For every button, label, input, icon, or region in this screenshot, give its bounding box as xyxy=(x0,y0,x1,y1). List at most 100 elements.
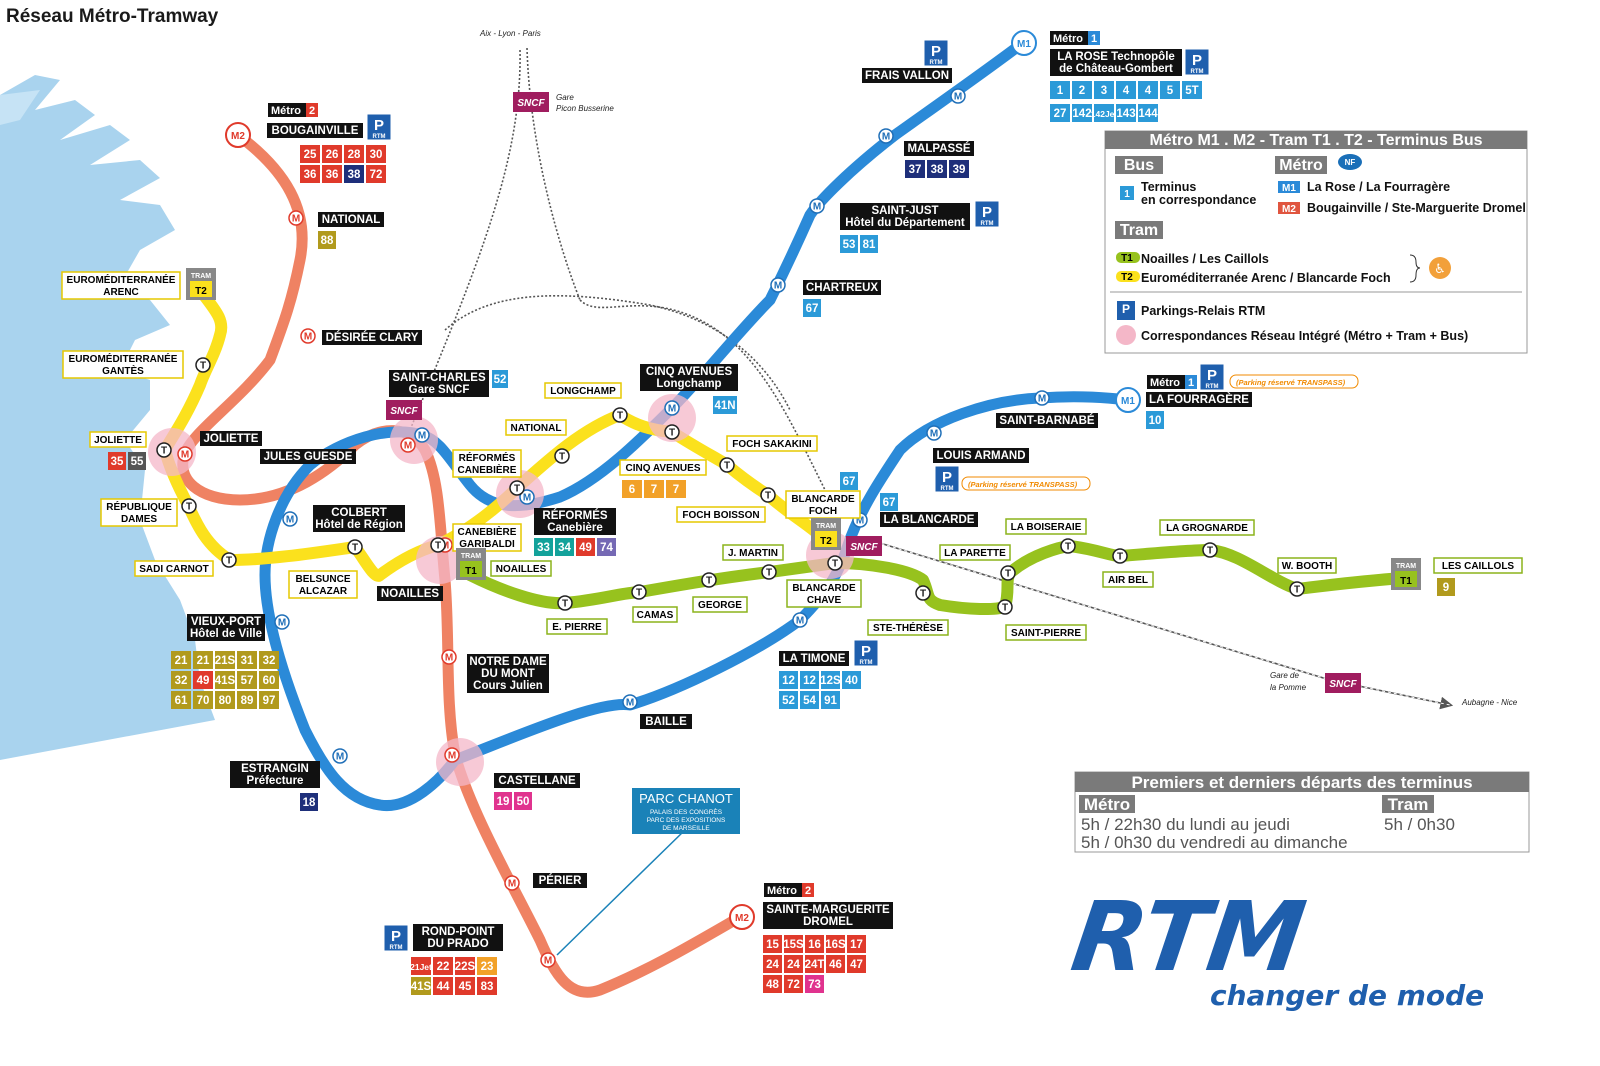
svg-text:RTM: RTM xyxy=(373,134,386,140)
bus-line-badge: 3 xyxy=(1094,81,1114,99)
svg-text:NOTRE DAME: NOTRE DAME xyxy=(469,656,547,668)
sncf-icon: SNCF xyxy=(386,400,422,420)
metro-station-marker: M xyxy=(300,328,316,344)
tram-station-marker: T xyxy=(554,448,570,464)
svg-text:TRAM: TRAM xyxy=(1396,563,1416,570)
gare-pomme-label-1: Gare de xyxy=(1270,671,1299,680)
svg-text:CHAVE: CHAVE xyxy=(807,595,842,606)
svg-text:38: 38 xyxy=(348,169,361,181)
svg-text:CANEBIÈRE: CANEBIÈRE xyxy=(458,525,517,538)
svg-text:RÉFORMÉS: RÉFORMÉS xyxy=(459,451,516,464)
svg-text:DÉSIRÉE CLARY: DÉSIRÉE CLARY xyxy=(326,331,419,344)
legend-correspondence-item: Correspondances Réseau Intégré (Métro + … xyxy=(1141,329,1468,343)
svg-text:P: P xyxy=(1207,367,1217,384)
svg-text:ROND-POINT: ROND-POINT xyxy=(422,926,495,938)
metro-station-marker: M xyxy=(519,489,535,505)
svg-text:PARC CHANOT: PARC CHANOT xyxy=(639,791,733,806)
bus-line-badge: 34 xyxy=(555,538,574,556)
svg-text:31: 31 xyxy=(241,655,254,667)
station-label-la-blancarde: LA BLANCARDE xyxy=(880,512,978,527)
svg-text:FOCH: FOCH xyxy=(809,506,837,517)
svg-text:16S: 16S xyxy=(825,939,846,951)
schedule-tram-line: 5h / 0h30 xyxy=(1384,815,1455,834)
svg-text:FOCH BOISSON: FOCH BOISSON xyxy=(682,510,759,521)
svg-text:MALPASSÉ: MALPASSÉ xyxy=(907,142,970,155)
station-label-longchamp: LONGCHAMP xyxy=(544,382,622,399)
svg-text:Préfecture: Préfecture xyxy=(247,775,304,787)
parc-chanot-box: PARC CHANOT PALAIS DES CONGRÈS PARC DES … xyxy=(556,788,740,956)
svg-text:21: 21 xyxy=(197,655,210,667)
svg-text:23: 23 xyxy=(481,961,494,973)
metro-station-marker: M xyxy=(332,748,348,764)
svg-text:M: M xyxy=(544,956,552,967)
bus-line-badge: 31 xyxy=(237,651,257,669)
svg-text:57: 57 xyxy=(241,675,254,687)
station-label-castellane: CASTELLANE xyxy=(494,773,580,788)
svg-text:SNCF: SNCF xyxy=(390,406,418,417)
svg-text:M: M xyxy=(774,281,782,292)
bus-line-badge: 12S xyxy=(820,671,841,689)
transpass-note-louis-armand: (Parking réservé TRANSPASS) xyxy=(968,480,1078,489)
station-label-chartreux: CHARTREUX xyxy=(803,280,881,295)
bus-line-badge: 7 xyxy=(644,480,664,498)
svg-text:Longchamp: Longchamp xyxy=(656,378,721,390)
tram-station-marker: T xyxy=(664,424,680,440)
svg-text:T: T xyxy=(435,541,441,552)
svg-text:47: 47 xyxy=(850,959,863,971)
svg-text:89: 89 xyxy=(241,695,254,707)
svg-text:Cours Julien: Cours Julien xyxy=(473,680,543,692)
bus-line-badge: 41N xyxy=(713,396,737,414)
metro-station-marker: M xyxy=(622,694,638,710)
svg-text:M: M xyxy=(448,751,456,762)
tram-station-marker: T xyxy=(761,564,777,580)
svg-text:5: 5 xyxy=(1167,85,1174,97)
svg-text:BLANCARDE: BLANCARDE xyxy=(792,583,856,594)
svg-text:22S: 22S xyxy=(455,961,476,973)
station-label-saint-barnabe: SAINT-BARNABÉ xyxy=(996,413,1098,428)
legend-t1-item: Noailles / Les Caillols xyxy=(1141,252,1269,266)
svg-text:T2: T2 xyxy=(820,536,832,547)
metro-station-marker: M xyxy=(926,425,942,441)
svg-text:41S: 41S xyxy=(215,675,236,687)
bus-line-badge: 49 xyxy=(193,671,213,689)
svg-text:41N: 41N xyxy=(714,400,735,412)
svg-text:T: T xyxy=(636,588,642,599)
svg-text:2: 2 xyxy=(1079,85,1085,97)
svg-text:5T: 5T xyxy=(1185,85,1198,97)
svg-text:T: T xyxy=(1065,542,1071,553)
svg-text:JOLIETTE: JOLIETTE xyxy=(204,433,259,445)
bus-line-badge: 17 xyxy=(847,935,866,953)
svg-text:P: P xyxy=(942,469,952,486)
svg-text:1: 1 xyxy=(1124,189,1130,200)
svg-text:RTM: RTM xyxy=(1191,69,1204,75)
svg-text:T2: T2 xyxy=(1121,272,1133,283)
svg-text:143: 143 xyxy=(1116,108,1135,120)
svg-text:41S: 41S xyxy=(411,981,432,993)
svg-text:40: 40 xyxy=(845,675,858,687)
tram-station-marker: T xyxy=(827,555,843,571)
bus-line-badge: 9 xyxy=(1437,578,1455,596)
svg-text:M2: M2 xyxy=(231,131,245,142)
bus-line-badge: 91 xyxy=(821,691,840,709)
svg-text:21S: 21S xyxy=(215,655,236,667)
tram-station-marker: T xyxy=(195,357,211,373)
svg-text:9: 9 xyxy=(1443,582,1449,594)
bus-line-badge: 15 xyxy=(763,935,782,953)
svg-text:M: M xyxy=(445,653,453,664)
station-label-j-martin: J. MARTIN xyxy=(722,544,784,561)
svg-text:T: T xyxy=(765,491,771,502)
svg-text:ALCAZAR: ALCAZAR xyxy=(299,586,348,597)
svg-text:T: T xyxy=(226,556,232,567)
schedule-metro-label: Métro xyxy=(1084,795,1130,814)
svg-text:M: M xyxy=(813,202,821,213)
svg-text:M: M xyxy=(668,404,676,415)
station-markers: MMMMMMMMMMMMMMMMMMMMMMMMTTTTTTTTTTTTTTTT… xyxy=(156,88,1305,968)
svg-text:LA BOISERAIE: LA BOISERAIE xyxy=(1011,522,1082,533)
bus-line-badge: 25 xyxy=(300,145,320,163)
rail-lines xyxy=(409,47,1454,710)
station-label-louis-armand: LOUIS ARMAND xyxy=(933,448,1029,463)
bus-line-badge: 24T xyxy=(805,955,824,973)
bus-line-badge: 97 xyxy=(259,691,279,709)
